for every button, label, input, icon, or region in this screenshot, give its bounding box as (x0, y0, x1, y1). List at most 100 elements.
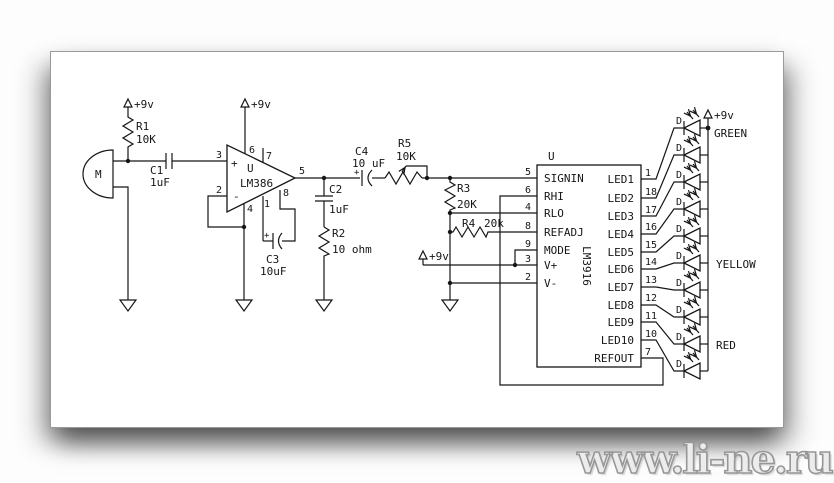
ic-pin-label: RLO (544, 207, 564, 220)
ic-pin-label: SIGNIN (544, 172, 584, 185)
ic-pin-label: REFOUT (594, 352, 634, 365)
ic-pin-label: LED3 (608, 210, 635, 223)
c3-polarity: + (264, 231, 270, 241)
c3-capacitor: + C3 10uF (260, 190, 296, 278)
led-4: D (676, 191, 708, 219)
led-designator: D (676, 332, 682, 343)
amp-pin1: 1 (264, 199, 270, 210)
ic-pin-label: LED9 (608, 316, 635, 329)
r1-name: R1 (136, 120, 149, 133)
ic-pin-label: LED2 (608, 192, 635, 205)
r5-value: 10K (396, 150, 416, 163)
led-7: D (676, 272, 708, 300)
amp-pin6: 6 (249, 145, 255, 156)
led-9: D (676, 326, 708, 354)
power-arrow-icon (240, 97, 250, 108)
ic-refdes: U (548, 150, 555, 163)
led-designator: D (676, 116, 682, 127)
ic-pin-num: 10 (645, 329, 657, 340)
r3-r4-chain: R3 20K R4 20k (440, 175, 537, 313)
ic-pin-num: 8 (525, 221, 531, 232)
ic-pin-label: LED5 (608, 246, 635, 259)
c1-value: 1uF (150, 176, 170, 189)
led-2: D (676, 137, 708, 165)
ic-pin-num: 3 (525, 254, 531, 265)
ground-icon (234, 299, 254, 313)
ic-pin-label: LED6 (608, 263, 635, 276)
led-8: D (676, 299, 708, 327)
led-designator: D (676, 197, 682, 208)
led-zone-green: GREEN (714, 127, 747, 140)
ic-pin-num: 6 (525, 185, 531, 196)
amp-part: LM386 (240, 177, 273, 190)
ic-pin-label: MODE (544, 244, 571, 257)
led-zone-red: RED (716, 339, 736, 352)
led-3: D (676, 164, 708, 192)
c3-name: C3 (266, 253, 279, 266)
c2-value: 1uF (329, 203, 349, 216)
power-arrow-icon (703, 108, 713, 119)
ground-icon (118, 299, 138, 313)
lm386-opamp: + - U LM386 3 2 6 7 5 1 8 4 +9v (207, 97, 305, 313)
ic-pin-num: 14 (645, 257, 657, 268)
r2-value: 10 ohm (332, 243, 372, 256)
schematic-page (50, 51, 784, 428)
led-designator: D (676, 251, 682, 262)
led-6: D (676, 245, 708, 273)
c4-value: 10 uF (352, 157, 385, 170)
watermark: www.li-ne.ru (576, 435, 834, 483)
ic-pin-num: 2 (525, 272, 531, 283)
amp-pin3: 3 (216, 150, 222, 161)
c3-value: 10uF (260, 265, 287, 278)
led-designator: D (676, 143, 682, 154)
amp-pin8: 8 (283, 188, 289, 199)
led-designator: D (676, 224, 682, 235)
ic-pin-num: 13 (645, 275, 657, 286)
led-designator: D (676, 359, 682, 370)
ic-pin-label: LED10 (601, 334, 634, 347)
r1-value: 10K (136, 133, 156, 146)
c2-r2-branch: C2 1uF R2 10 ohm (314, 175, 372, 313)
ic-pin-num: 9 (525, 239, 531, 250)
ic-pin-num: 5 (525, 167, 531, 178)
r5-name: R5 (398, 137, 411, 150)
microphone: M (82, 149, 166, 313)
ic-pin-num: 17 (645, 205, 657, 216)
ic-pin-label: LED4 (608, 228, 635, 241)
power-arrow-icon (418, 249, 428, 260)
r5-potentiometer: R5 10K (384, 137, 430, 186)
amp-pin2: 2 (216, 185, 222, 196)
ic-pin-num: 15 (645, 240, 657, 251)
led-designator: D (676, 305, 682, 316)
ic-pin-label: V- (544, 277, 557, 290)
r3-name: R3 (457, 182, 470, 195)
lm3916-ic: U LM3916 SIGNIN RHI RLO REFADJ MODE V+ V… (525, 150, 657, 368)
led-designator: D (676, 278, 682, 289)
ic-part: LM3916 (580, 246, 593, 286)
led-5: D (676, 218, 708, 246)
ic-pin-num: 4 (525, 202, 531, 213)
c4-name: C4 (355, 145, 369, 158)
amp-pin7: 7 (266, 151, 272, 162)
amp-refdes: U (247, 162, 254, 175)
c4-capacitor: + C4 10 uF (352, 145, 385, 187)
amp-pin5: 5 (299, 166, 305, 177)
ic-pin-label: LED1 (608, 173, 635, 186)
ic-pin-num: 7 (645, 347, 651, 358)
power-label: +9v (429, 250, 449, 263)
ground-icon (314, 299, 334, 313)
ic-pin-num: 11 (645, 311, 657, 322)
power-label: +9v (134, 98, 154, 111)
r4-value: 20k (484, 217, 504, 230)
ic-pin-num: 18 (645, 187, 657, 198)
c1-capacitor: C1 1uF (150, 153, 227, 189)
c4-polarity: + (354, 168, 360, 178)
r4-name: R4 (462, 217, 476, 230)
r3-value: 20K (457, 198, 477, 211)
c2-name: C2 (329, 183, 342, 196)
led-pin-wires (641, 127, 684, 372)
vplus-supply: +9v (418, 249, 537, 268)
led-1: D (676, 110, 708, 138)
